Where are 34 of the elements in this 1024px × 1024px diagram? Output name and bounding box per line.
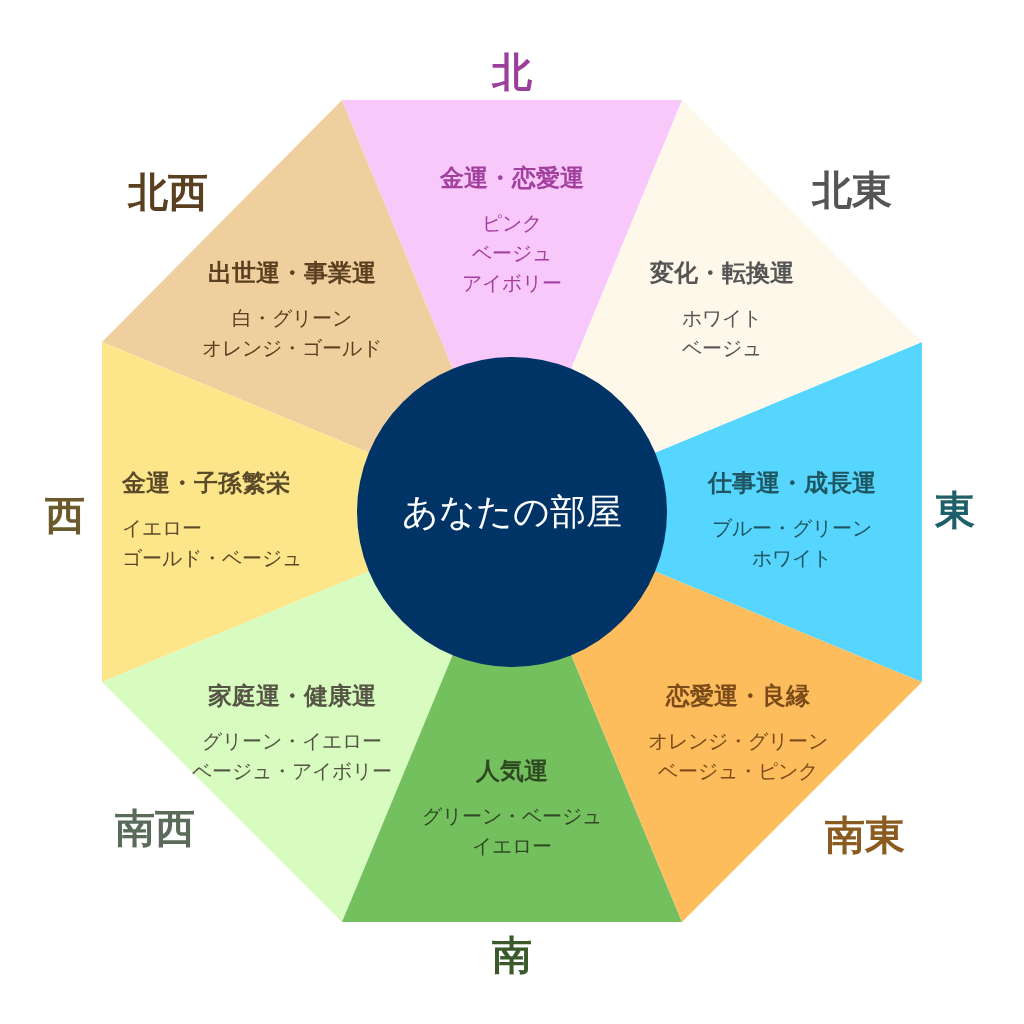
- sector-heading: 人気運: [476, 756, 548, 787]
- color-list: ホワイト: [752, 543, 832, 573]
- direction-label: 西: [45, 490, 85, 540]
- color-list: ピンク: [482, 208, 542, 238]
- color-list: オレンジ・グリーン: [648, 726, 828, 756]
- color-list: アイボリー: [462, 268, 562, 298]
- color-list: ホワイト: [682, 303, 762, 333]
- color-list: グリーン・ベージュ: [422, 801, 602, 831]
- sector-heading: 家庭運・健康運: [208, 681, 376, 712]
- direction-label: 北: [492, 47, 532, 97]
- color-list: イエロー: [472, 831, 552, 861]
- direction-label: 南西: [115, 803, 195, 853]
- direction-label: 北西: [128, 167, 208, 217]
- sector-heading: 金運・子孫繁栄: [122, 468, 290, 499]
- color-list: ベージュ・ピンク: [658, 756, 818, 786]
- sector-heading: 出世運・事業運: [208, 258, 376, 289]
- color-list: オレンジ・ゴールド: [202, 333, 382, 363]
- sector-heading: 金運・恋愛運: [440, 163, 584, 194]
- direction-label: 北東: [812, 165, 892, 215]
- color-list: ブルー・グリーン: [712, 513, 872, 543]
- color-list: グリーン・イエロー: [202, 726, 382, 756]
- color-list: ベージュ: [472, 238, 552, 268]
- color-list: イエロー: [122, 513, 202, 543]
- sector-heading: 変化・転換運: [650, 258, 794, 289]
- sector-heading: 恋愛運・良縁: [666, 681, 810, 712]
- color-list: 白・グリーン: [232, 303, 352, 333]
- direction-label: 東: [935, 485, 975, 535]
- direction-label: 南東: [825, 810, 905, 860]
- color-list: ゴールド・ベージュ: [122, 543, 302, 573]
- color-list: ベージュ・アイボリー: [192, 756, 392, 786]
- center-title: あなたの部屋: [402, 490, 622, 532]
- color-list: ベージュ: [682, 333, 762, 363]
- direction-label: 南: [492, 930, 532, 980]
- sector-heading: 仕事運・成長運: [708, 468, 876, 499]
